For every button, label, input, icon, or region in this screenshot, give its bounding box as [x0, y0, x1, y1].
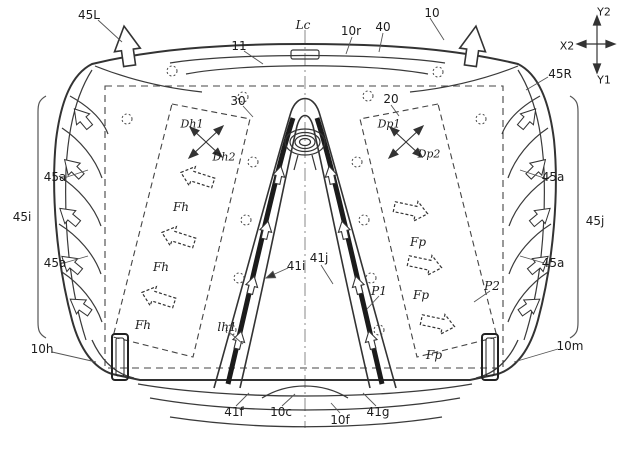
label-Dh2: Dh2 — [212, 150, 236, 164]
lower-vent-left — [111, 333, 129, 381]
label-40: 40 — [375, 20, 391, 34]
label-Fh-1: Fh — [172, 200, 190, 214]
top-airflow-arrow-left — [110, 23, 144, 69]
label-41f: 41f — [224, 405, 244, 419]
bottom-cowl-lines — [91, 339, 519, 428]
right-louvers — [501, 69, 552, 341]
label-P1: P1 — [371, 284, 387, 298]
leader-lines — [51, 17, 559, 414]
label-41g: 41g — [366, 405, 390, 419]
top-airflow-arrow-right — [456, 23, 490, 69]
label-45L: 45L — [78, 8, 100, 22]
bracket-45j — [569, 95, 579, 339]
label-45a-left-lower: 45a — [43, 256, 67, 270]
dashed-frame — [104, 85, 504, 369]
fh-flow-arrows — [138, 162, 217, 314]
label-45a-left-upper: 45a — [43, 170, 67, 184]
left-louvers — [58, 69, 109, 341]
label-10: 10 — [424, 6, 440, 20]
label-45j: 45j — [585, 214, 605, 228]
label-Y1: Y1 — [597, 73, 611, 87]
duct-box-20 — [359, 103, 498, 358]
label-30: 30 — [230, 94, 246, 108]
label-45i: 45i — [12, 210, 32, 224]
center-v-channel — [213, 97, 397, 389]
label-11: 11 — [231, 39, 247, 53]
label-10m: 10m — [556, 339, 584, 353]
label-Fp-3: Fp — [425, 348, 443, 362]
label-Dh1: Dh1 — [180, 117, 204, 131]
label-lh1: lh1 — [217, 320, 237, 334]
label-41j: 41j — [309, 251, 329, 265]
bracket-45i — [37, 95, 47, 339]
label-Fp-2: Fp — [412, 288, 430, 302]
label-Y2: Y2 — [597, 5, 611, 19]
label-45a-right-upper: 45a — [541, 170, 565, 184]
label-10c: 10c — [270, 405, 292, 419]
label-41i: 41i — [286, 259, 306, 273]
label-P2: P2 — [484, 279, 500, 293]
label-Fh-3: Fh — [134, 318, 152, 332]
label-Fp-1: Fp — [409, 235, 427, 249]
body-outline — [53, 42, 557, 381]
label-45a-right-lower: 45a — [541, 256, 565, 270]
bolt-holes — [121, 65, 487, 336]
lower-vent-right — [481, 333, 499, 381]
left-louver-arrows — [53, 102, 97, 321]
label-10h: 10h — [30, 342, 54, 356]
fp-flow-arrows — [391, 196, 458, 338]
label-Fh-2: Fh — [152, 260, 170, 274]
label-Lc: Lc — [295, 18, 311, 32]
direction-cross-dh — [186, 122, 226, 162]
label-Dp1: Dp1 — [377, 117, 401, 131]
label-X2: X2 — [559, 39, 575, 53]
right-louver-arrows — [513, 102, 557, 321]
label-20: 20 — [383, 92, 399, 106]
label-45R: 45R — [548, 67, 572, 81]
label-Dp2: Dp2 — [417, 147, 441, 161]
direction-cross-dp — [386, 122, 426, 162]
duct-box-30 — [112, 103, 251, 358]
coordinate-axes — [576, 15, 616, 74]
label-10f: 10f — [330, 413, 350, 427]
apex-coil — [284, 128, 326, 171]
label-10r: 10r — [340, 24, 362, 38]
top-cowl-lines — [94, 49, 519, 93]
